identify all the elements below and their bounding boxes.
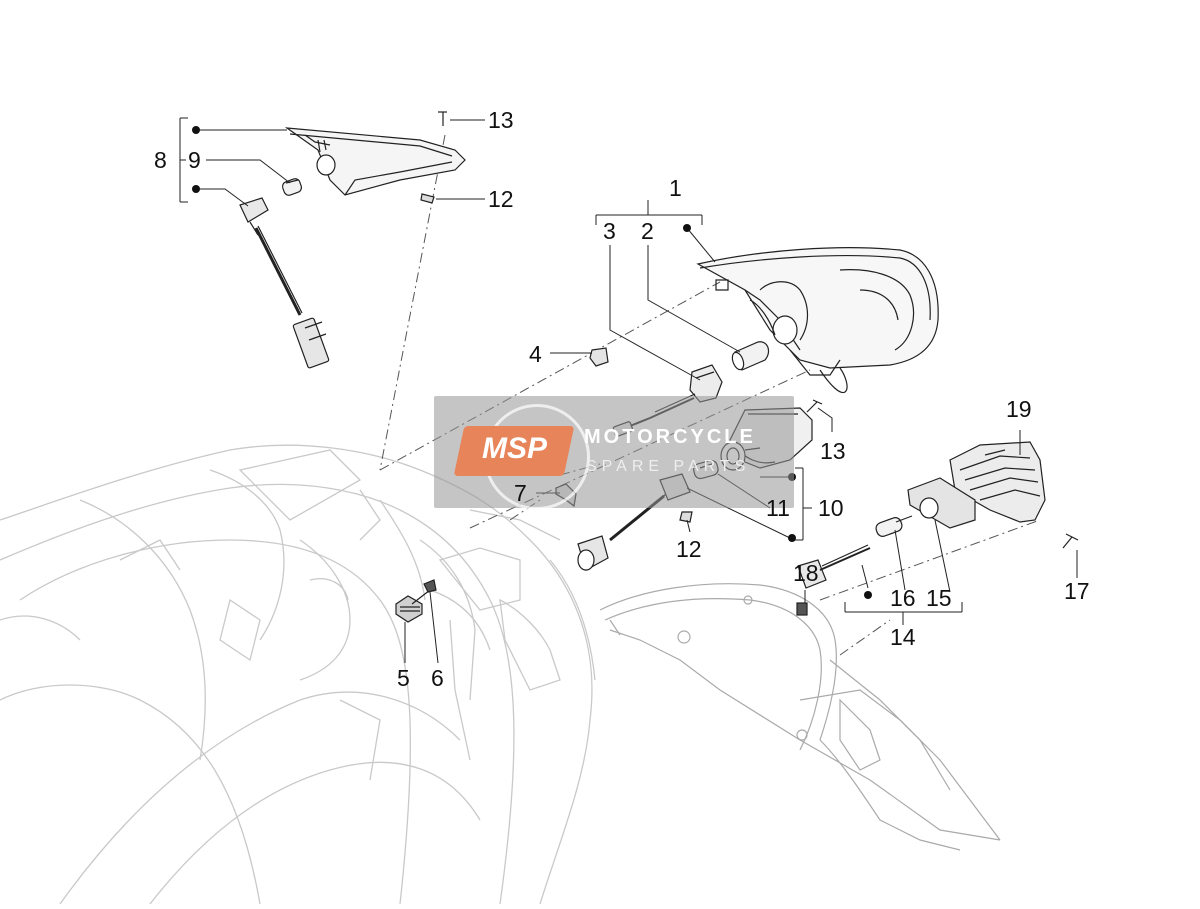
knob-assembly: [395, 579, 437, 623]
callout-9: 9: [188, 147, 201, 173]
callout-16: 16: [890, 585, 916, 611]
callout-10: 10: [818, 495, 844, 521]
callout-1: 1: [669, 175, 682, 201]
callout-19: 19: [1006, 396, 1032, 422]
callout-5: 5: [397, 665, 410, 691]
callout-8: 8: [154, 147, 167, 173]
callout-17: 17: [1064, 578, 1090, 604]
watermark-line2: SPARE PARTS: [586, 458, 751, 475]
callout-13-right: 13: [820, 438, 846, 464]
callout-3: 3: [603, 218, 616, 244]
bullet-dots: [192, 126, 872, 599]
callout-12-top: 12: [488, 186, 514, 212]
callout-15: 15: [926, 585, 952, 611]
callout-2: 2: [641, 218, 654, 244]
callout-4: 4: [529, 341, 542, 367]
callout-14: 14: [890, 624, 916, 650]
watermark-line1: MOTORCYCLE: [584, 426, 756, 448]
callout-13-top: 13: [488, 107, 514, 133]
plate-light-assembly: [796, 441, 1079, 616]
rear-fender-outline: [599, 583, 1001, 851]
left-indicator-assembly: [239, 111, 466, 369]
watermark: MSP MOTORCYCLE SPARE PARTS: [434, 396, 794, 510]
callout-11: 11: [766, 495, 790, 521]
callout-leaders: [179, 117, 1078, 664]
callout-7: 7: [514, 480, 527, 506]
callout-18: 18: [793, 560, 819, 586]
watermark-logo-text: MSP: [482, 432, 548, 465]
scooter-body-outline: [0, 444, 596, 905]
callout-6: 6: [431, 665, 444, 691]
callout-12-right: 12: [676, 536, 702, 562]
